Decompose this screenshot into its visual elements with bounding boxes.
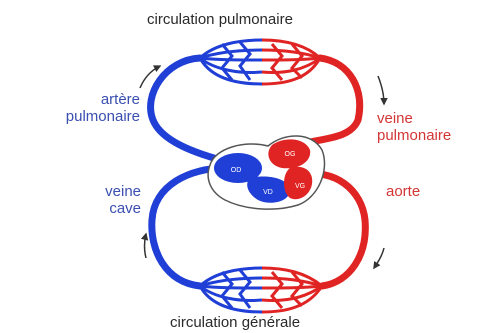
flow-arrow-pulmonary-vein [378,76,384,104]
pulmonary-capillary-bed [200,40,320,84]
label-veine-pulmonaire-line2: pulmonaire [377,127,451,144]
heart: OD VD OG VG [208,136,324,209]
flow-arrow-vena-cava [145,234,147,258]
label-veine-cave-line2: cave [109,200,141,217]
systemic-capillaries-blue [200,268,262,312]
pulmonary-capillaries-red [262,40,320,84]
label-artere-pulmonaire-line1: artère [101,91,140,108]
label-circulation-pulmonaire: circulation pulmonaire [147,11,293,28]
systemic-capillaries-red [262,268,322,312]
label-veine-cave-line1: veine [105,183,141,200]
chamber-label-vg: VG [295,183,305,190]
label-circulation-generale: circulation générale [170,314,300,331]
chamber-label-og: OG [285,151,296,158]
chamber-label-od: OD [231,167,242,174]
pulmonary-capillaries-blue [200,40,262,84]
label-veine-pulmonaire-line1: veine [377,110,413,127]
label-aorte: aorte [386,183,420,200]
flow-arrow-aorta [374,248,384,268]
systemic-capillary-bed [200,268,322,312]
label-artere-pulmonaire-line2: pulmonaire [66,108,140,125]
chamber-label-vd: VD [263,189,273,196]
